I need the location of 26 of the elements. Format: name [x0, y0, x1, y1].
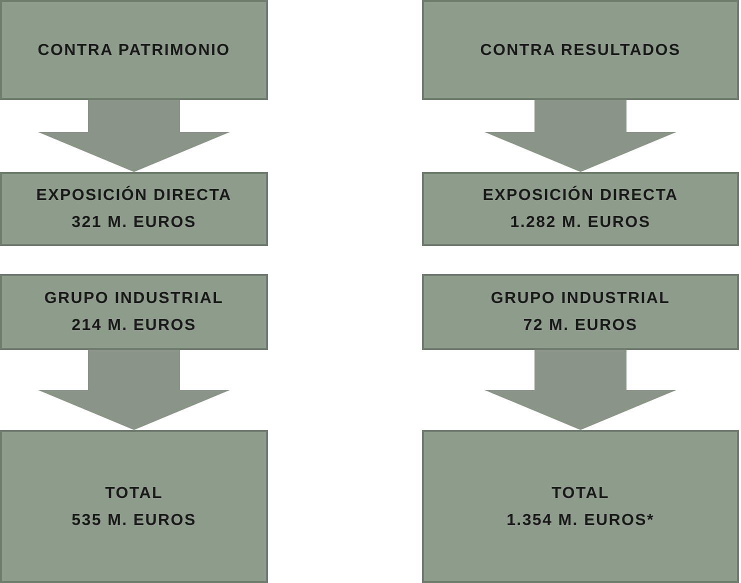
box-heading: EXPOSICIÓN DIRECTA [482, 184, 678, 206]
box-value: 1.282 M. EUROS [510, 213, 651, 233]
box-value: 321 M. EUROS [72, 213, 196, 233]
process-box [422, 172, 739, 246]
box-value: 214 M. EUROS [72, 316, 196, 336]
box-heading: CONTRA PATRIMONIO [38, 40, 230, 60]
box-heading: TOTAL [105, 484, 163, 504]
block-arrow [38, 350, 230, 430]
box-heading: CONTRA RESULTADOS [480, 40, 681, 60]
process-box [0, 430, 268, 583]
process-box [422, 0, 739, 100]
block-arrow [484, 100, 676, 172]
box-heading: EXPOSICIÓN DIRECTA [36, 184, 232, 206]
block-arrow [38, 100, 230, 172]
process-box [0, 172, 268, 246]
box-heading: TOTAL [552, 484, 610, 504]
process-box [422, 430, 739, 583]
process-box [0, 274, 268, 350]
process-box [0, 0, 268, 100]
box-heading: GRUPO INDUSTRIAL [44, 289, 224, 309]
box-value: 1.354 M. EUROS* [506, 510, 654, 530]
box-heading: GRUPO INDUSTRIAL [490, 289, 670, 309]
box-value: 72 M. EUROS [523, 316, 638, 336]
process-box [422, 274, 739, 350]
block-arrow [484, 350, 676, 430]
box-value: 535 M. EUROS [72, 510, 196, 530]
